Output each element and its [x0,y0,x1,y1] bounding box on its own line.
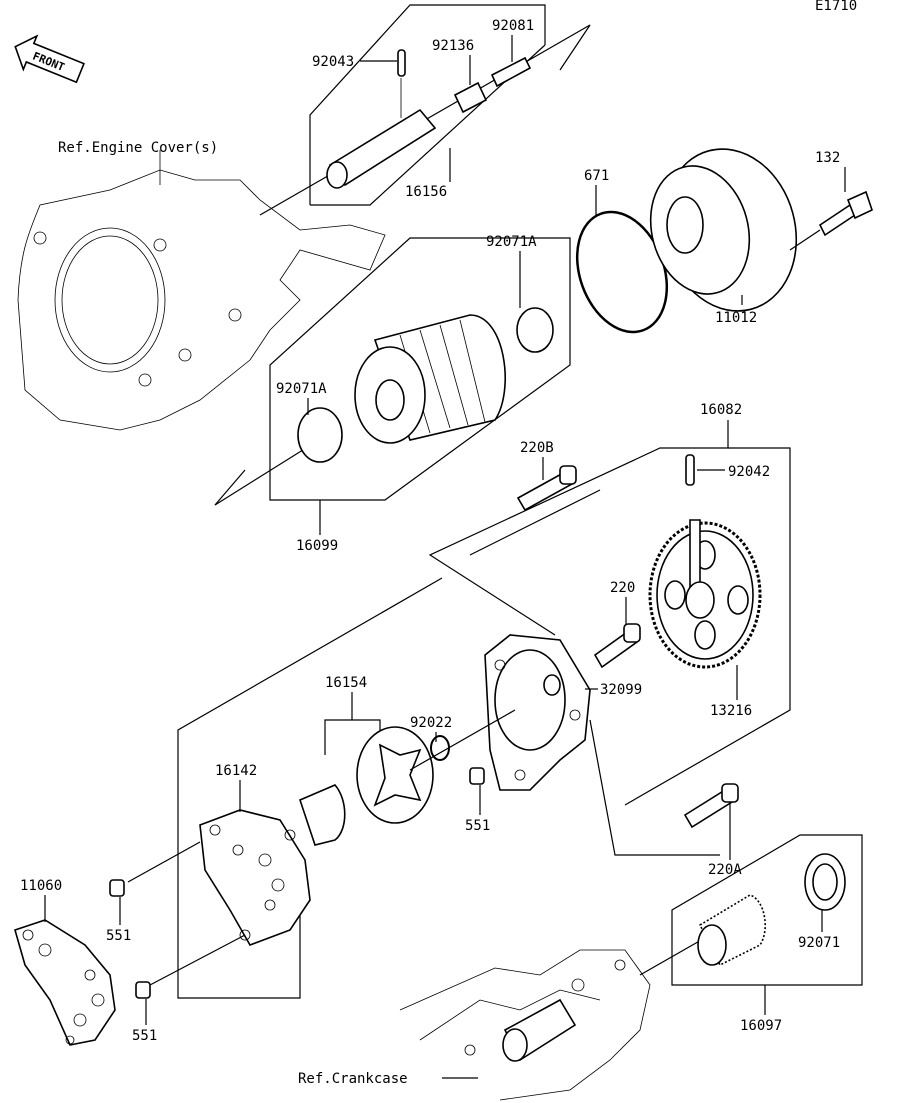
part-label-16156: 16156 [405,184,447,200]
part-label-551-lower: 551 [132,1028,157,1044]
ref-engine-cover-label: Ref.Engine Cover(s) [58,140,218,156]
part-label-551-upper: 551 [465,818,490,834]
part-label-11060: 11060 [20,878,62,894]
diagram-code: E1710 [815,0,857,14]
filter-cover-part [649,148,798,312]
rotor-set-part [299,726,434,846]
part-label-16154: 16154 [325,675,367,691]
part-label-92071: 92071 [798,935,840,951]
crankcase-outline [399,949,651,1101]
part-label-16099: 16099 [296,538,338,554]
part-label-16097: 16097 [740,1018,782,1034]
pump-cover-part [199,809,311,946]
part-label-16142: 16142 [215,763,257,779]
part-label-551-middle: 551 [106,928,131,944]
part-label-92071A-upper: 92071A [486,234,537,250]
part-label-11012: 11012 [715,310,757,326]
gasket-part [14,919,116,1046]
part-label-220A: 220A [708,862,742,878]
part-label-132: 132 [815,150,840,166]
front-arrow-icon: FRONT [14,34,85,84]
part-label-92042: 92042 [728,464,770,480]
oil-filter-part [297,307,554,463]
part-label-220B: 220B [520,440,554,456]
part-label-92081: 92081 [492,18,534,34]
part-label-92043: 92043 [312,54,354,70]
engine-cover-outline [17,150,386,431]
part-label-32099: 32099 [600,682,642,698]
part-label-220: 220 [610,580,635,596]
ref-crankcase-label: Ref.Crankcase [298,1071,408,1087]
part-label-13216: 13216 [710,703,752,719]
relief-valve-part [326,49,532,189]
oil-strainer-part [697,853,846,967]
part-label-92136: 92136 [432,38,474,54]
part-label-671: 671 [584,168,609,184]
part-label-92071A-lower: 92071A [276,381,327,397]
part-label-16082: 16082 [700,402,742,418]
pump-body-part [484,634,591,791]
part-label-92022: 92022 [410,715,452,731]
pump-gear-part [648,519,762,669]
